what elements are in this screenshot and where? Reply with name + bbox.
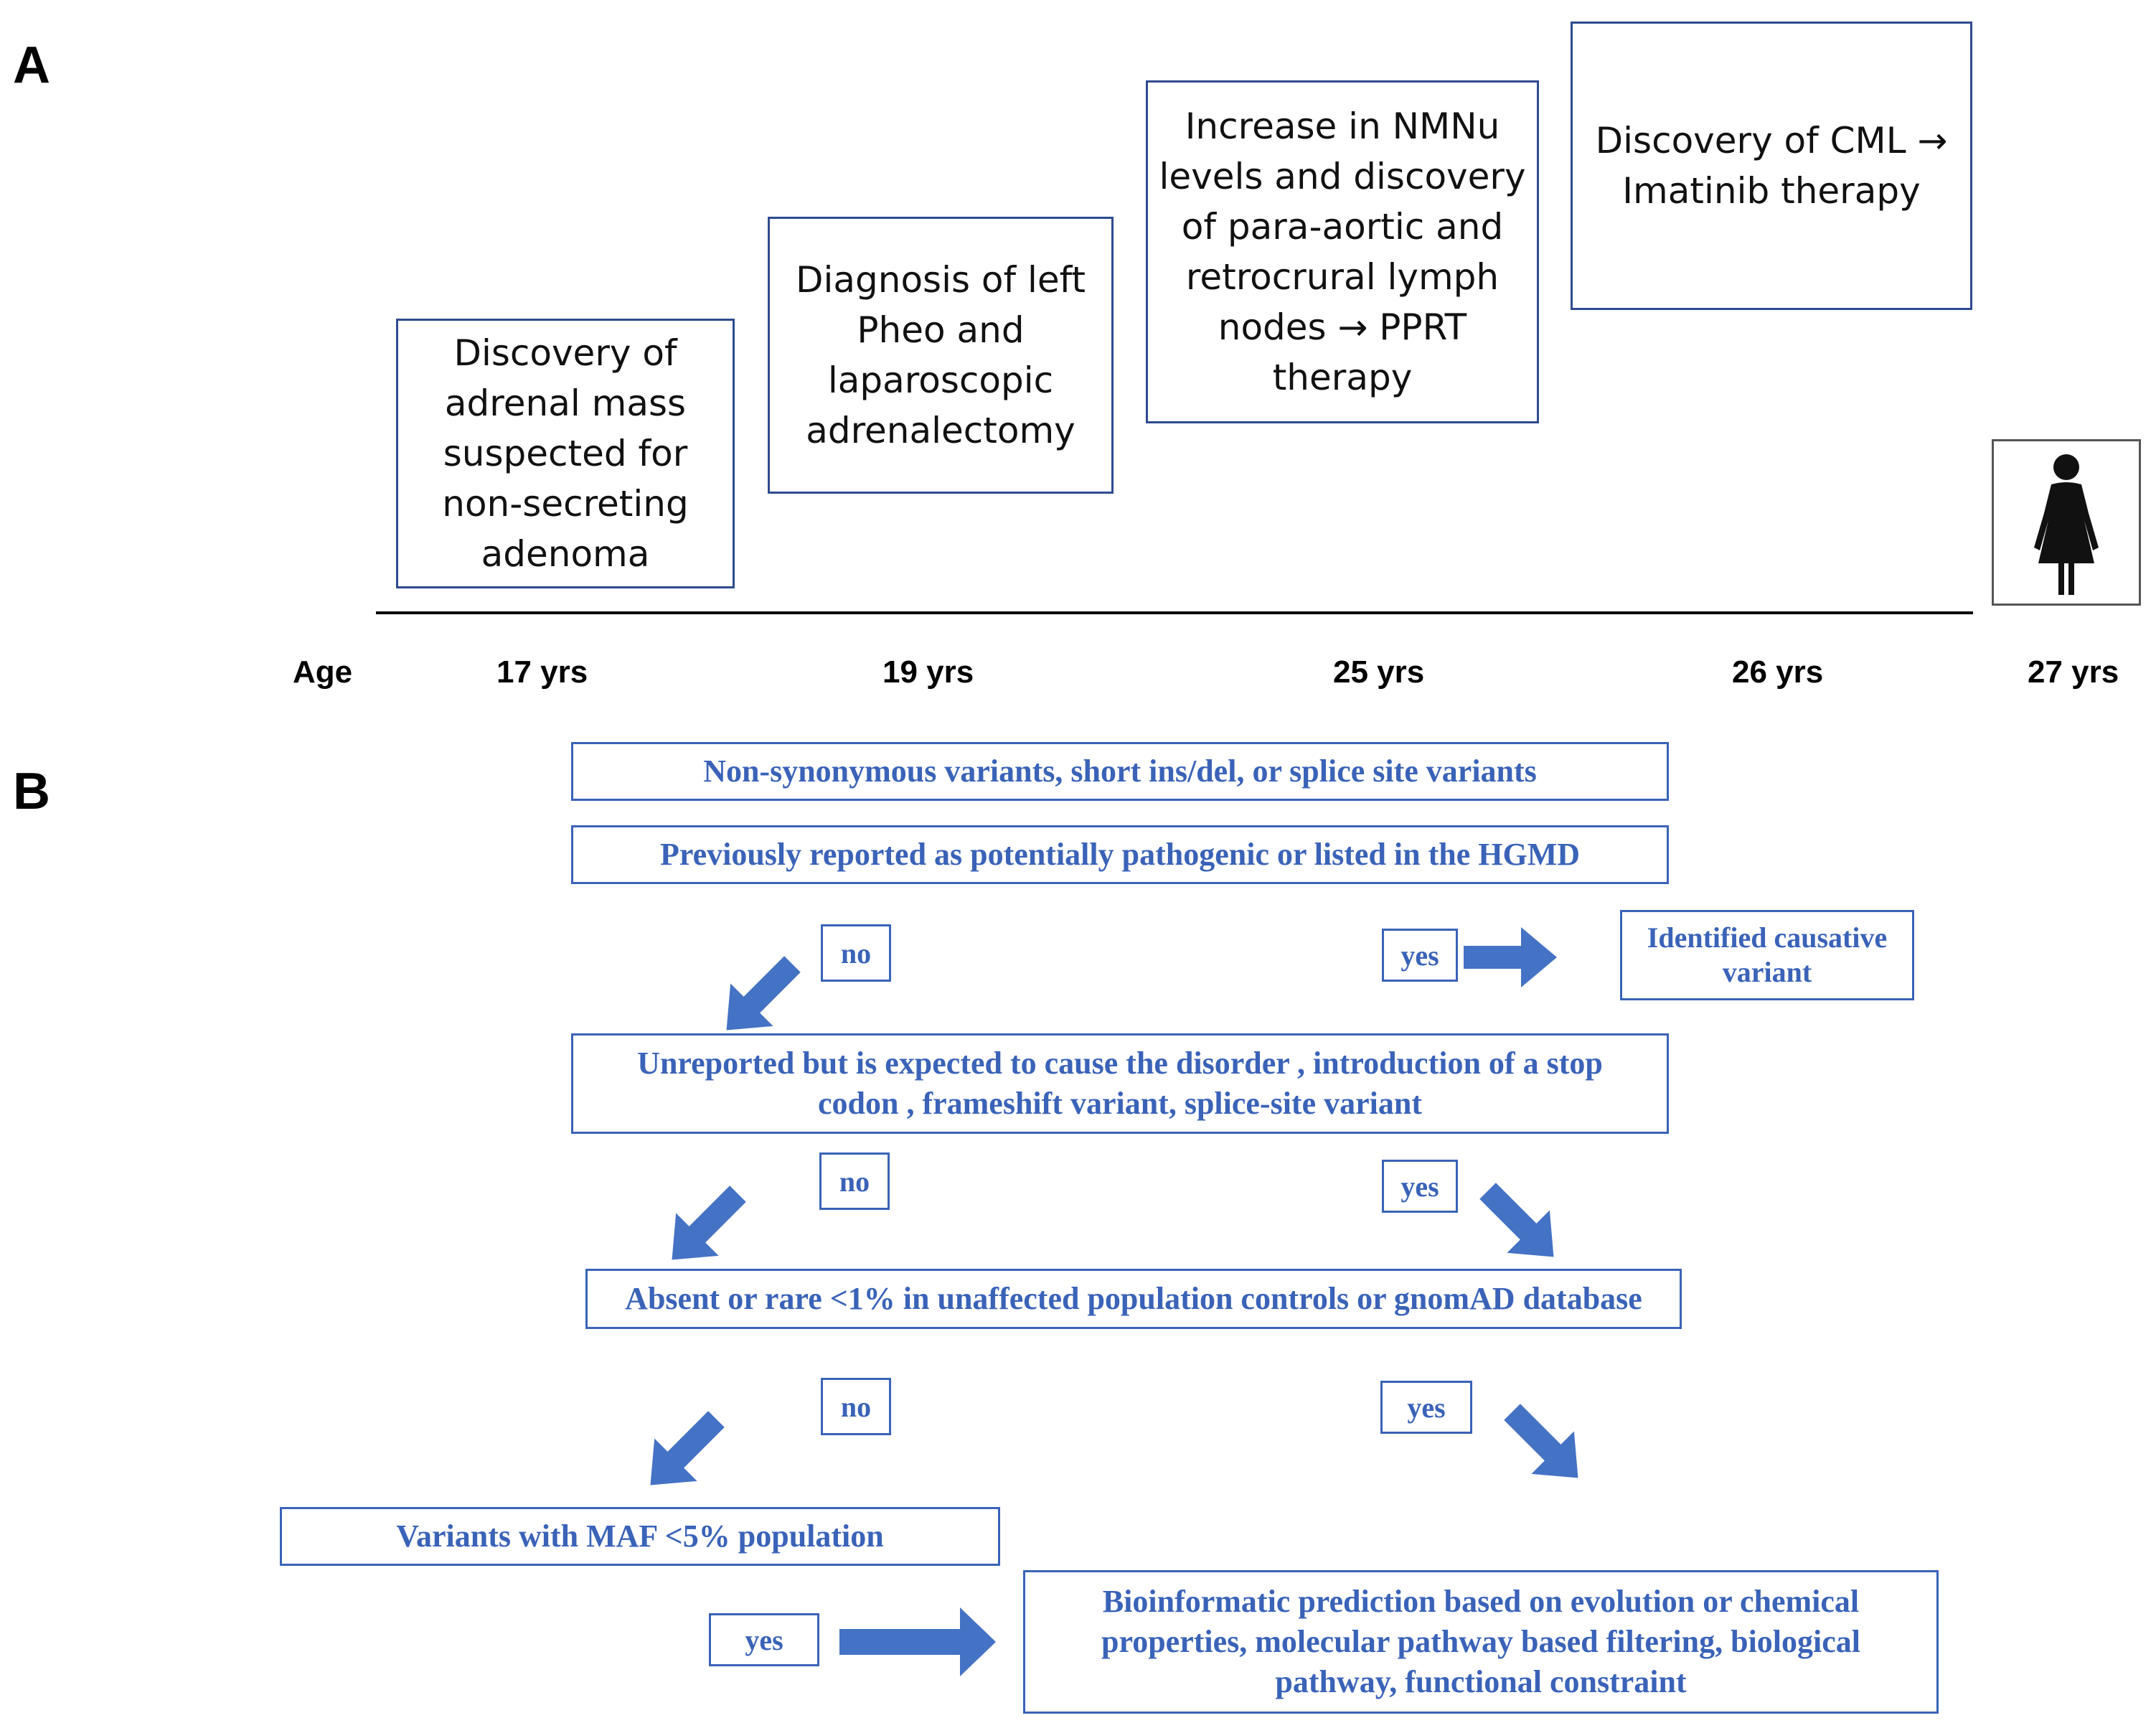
decision-no-2: no — [819, 1152, 890, 1210]
age-25: 25 yrs — [1333, 654, 1425, 690]
arrow-down-left-1 — [705, 942, 814, 1052]
decision-yes-2: yes — [1382, 1160, 1458, 1213]
arrow-down-left-2 — [650, 1172, 760, 1282]
decision-yes-1: yes — [1382, 929, 1458, 982]
event-pheo-diagnosis: Diagnosis of left Pheo and laparoscopic … — [768, 217, 1114, 494]
decision-no-1: no — [821, 924, 891, 982]
arrow-right-bioinformatic — [839, 1607, 996, 1676]
age-label: Age — [293, 654, 353, 690]
age-26: 26 yrs — [1732, 654, 1824, 690]
patient-icon-box — [1992, 439, 2141, 606]
box-identified-causative: Identified causative variant — [1620, 910, 1914, 1000]
decision-yes-3: yes — [1380, 1381, 1472, 1434]
age-19: 19 yrs — [882, 654, 974, 690]
timeline-axis — [376, 611, 1973, 614]
age-27: 27 yrs — [2028, 654, 2119, 690]
female-person-icon — [2034, 454, 2099, 595]
panel-b-label: B — [13, 763, 50, 820]
decision-yes-4: yes — [709, 1613, 819, 1666]
box-bioinformatic-prediction: Bioinformatic prediction based on evolut… — [1023, 1570, 1939, 1714]
box-previously-reported: Previously reported as potentially patho… — [571, 825, 1669, 884]
age-17: 17 yrs — [496, 654, 588, 690]
event-nmnu-increase: Increase in NMNu levels and discovery of… — [1146, 80, 1539, 423]
panel-a-label: A — [13, 37, 50, 94]
arrow-right-causative — [1464, 927, 1557, 987]
arrow-down-right-2 — [1490, 1390, 1600, 1500]
decision-no-3: no — [821, 1378, 891, 1435]
event-cml-discovery: Discovery of CML → Imatinib therapy — [1571, 22, 1972, 310]
box-absent-rare: Absent or rare <1% in unaffected populat… — [585, 1269, 1682, 1329]
box-variants: Non-synonymous variants, short ins/del, … — [571, 742, 1669, 801]
arrow-down-left-3 — [629, 1397, 738, 1507]
box-unreported: Unreported but is expected to cause the … — [571, 1033, 1669, 1134]
arrow-down-right-1 — [1466, 1169, 1576, 1279]
box-maf: Variants with MAF <5% population — [280, 1507, 1000, 1566]
event-adrenal-mass: Discovery of adrenal mass suspected for … — [396, 319, 735, 588]
